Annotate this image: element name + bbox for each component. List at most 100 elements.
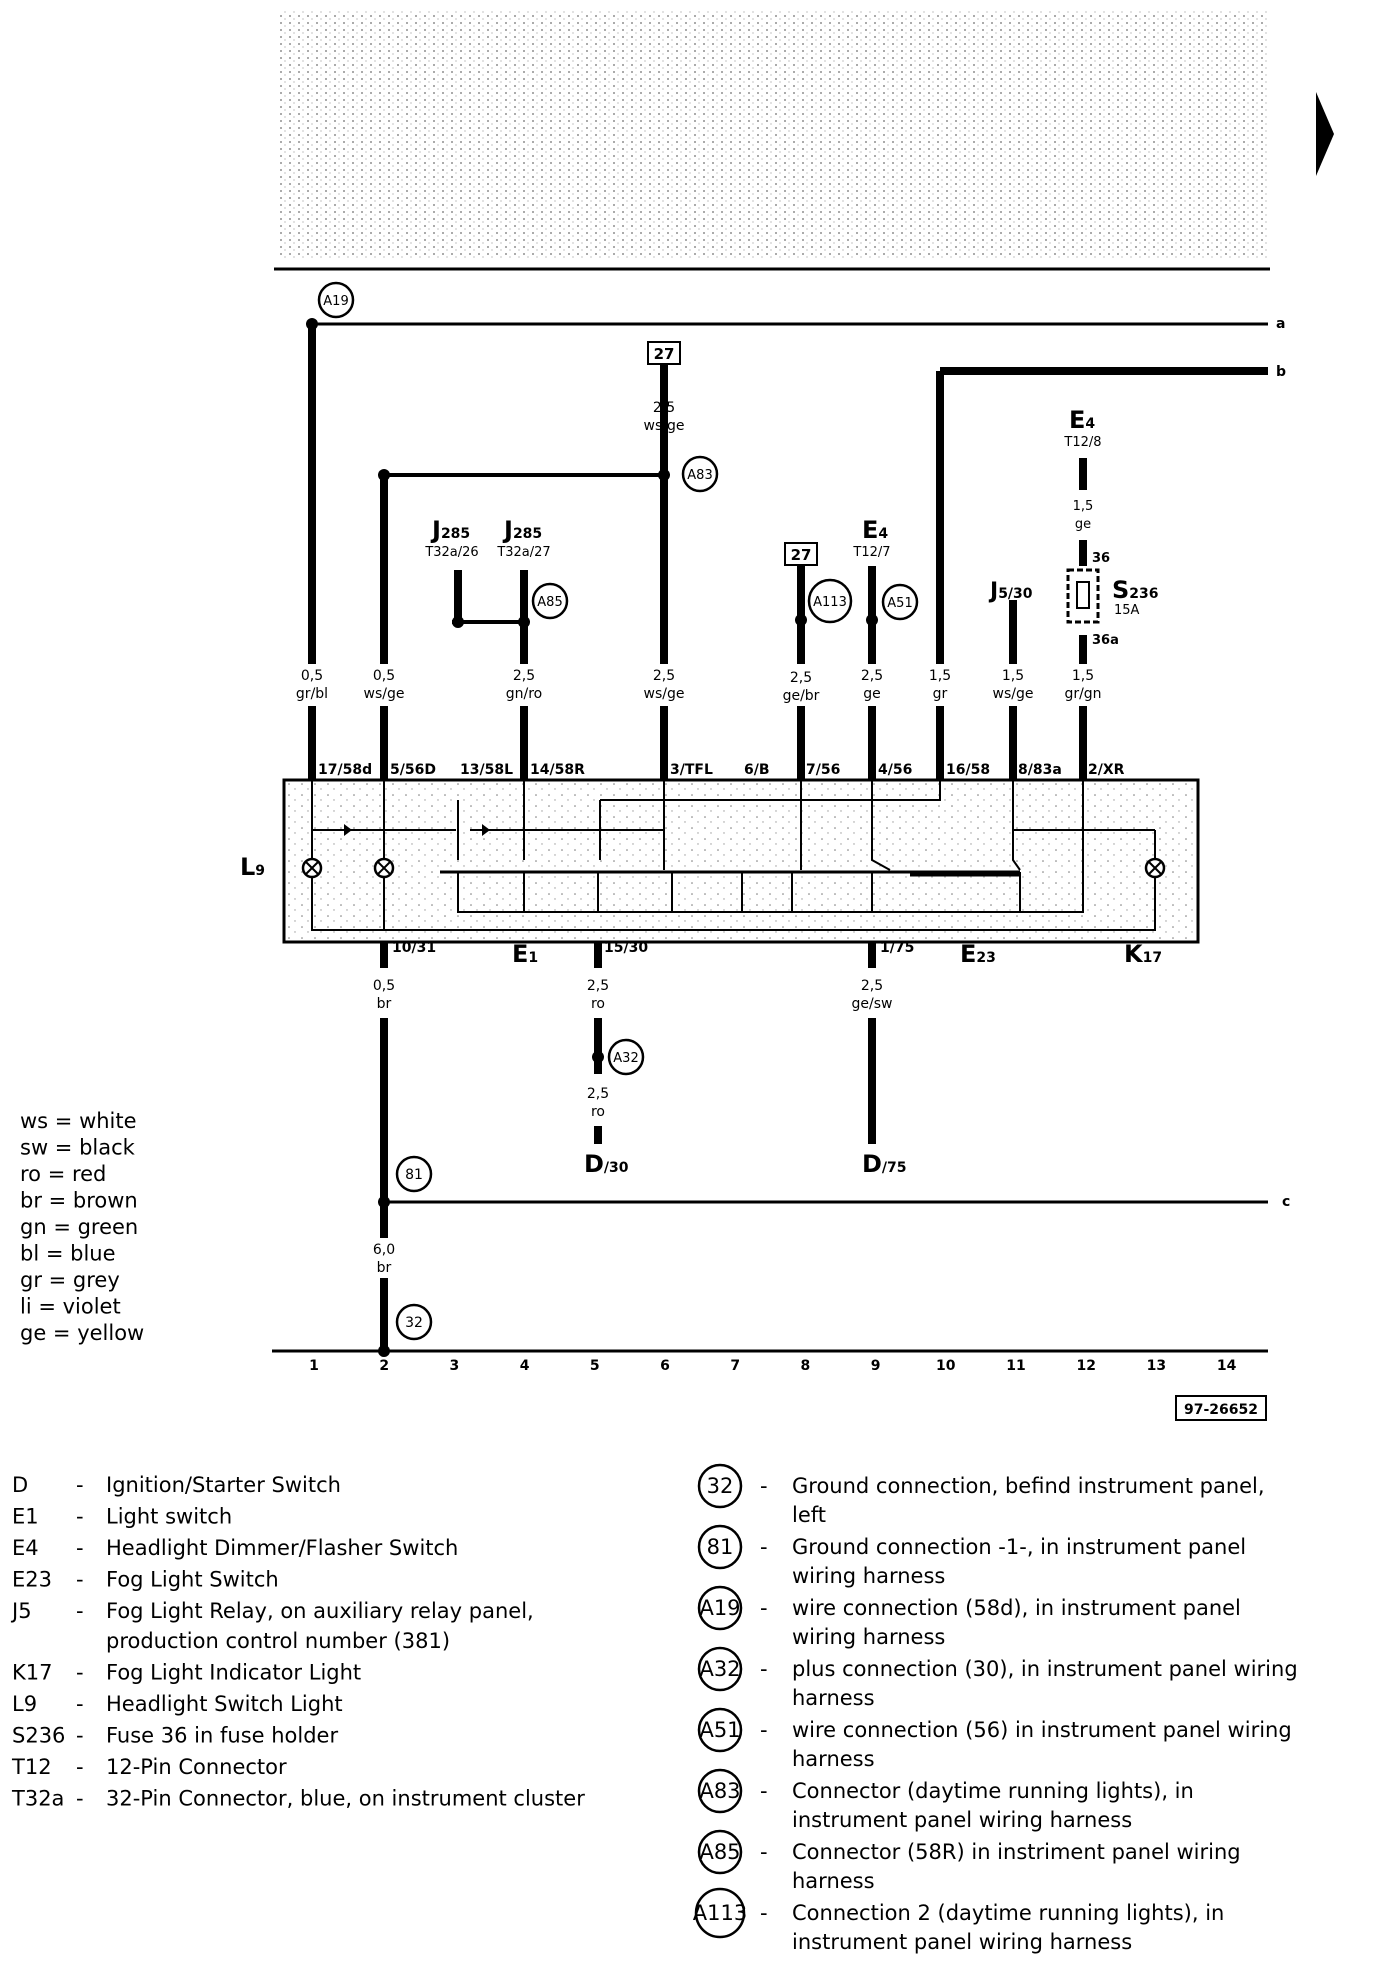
- svg-text:A32: A32: [613, 1051, 638, 1066]
- svg-text:E4: E4: [862, 516, 888, 544]
- legend-code: S236: [12, 1724, 65, 1748]
- svg-text:T12/7: T12/7: [852, 545, 890, 560]
- svg-text:6,0: 6,0: [373, 1242, 395, 1258]
- svg-text:br: br: [377, 1260, 392, 1276]
- label-s236: S236 15A 36 36a: [1092, 551, 1159, 648]
- svg-text:27: 27: [654, 345, 675, 363]
- svg-text:81: 81: [405, 1167, 423, 1183]
- legend-description: Light switch: [106, 1505, 232, 1529]
- svg-text:A51: A51: [887, 596, 912, 611]
- color-legend-item: gr = grey: [20, 1268, 120, 1292]
- label-j285-b: J285 T32a/27: [496, 516, 550, 560]
- legend-code: E1: [12, 1505, 39, 1529]
- label-e23: E23: [960, 940, 996, 968]
- legend-dash: -: [76, 1724, 84, 1748]
- svg-text:2,5: 2,5: [587, 978, 609, 994]
- legend-dash: -: [76, 1787, 84, 1811]
- wire-27-top: 2,5 ws/ge: [644, 400, 685, 434]
- connection-a51: A51: [881, 583, 919, 621]
- svg-text:4/56: 4/56: [878, 762, 912, 778]
- svg-text:J5/30: J5/30: [988, 579, 1033, 604]
- lamp-k17-icon: [1144, 857, 1166, 879]
- legend-description: production control number (381): [106, 1629, 450, 1653]
- svg-text:ge/br: ge/br: [783, 688, 820, 704]
- legend-code: L9: [12, 1692, 37, 1716]
- svg-text:27: 27: [791, 546, 812, 564]
- color-legend-item: ge = yellow: [20, 1321, 144, 1345]
- light-switch-module: [282, 778, 1200, 944]
- diode-icon: [482, 824, 490, 836]
- svg-text:2,5: 2,5: [861, 978, 883, 994]
- legend-dash: -: [760, 1840, 768, 1864]
- connection-description: harness: [792, 1686, 875, 1710]
- svg-text:ws/ge: ws/ge: [644, 418, 685, 434]
- svg-text:13/58L: 13/58L: [460, 762, 513, 778]
- connection-code: A113: [693, 1901, 747, 1925]
- legend-description: Fog Light Switch: [106, 1568, 279, 1592]
- grid-number: 5: [590, 1358, 600, 1374]
- svg-text:ws/ge: ws/ge: [993, 686, 1034, 702]
- legend-dash: -: [76, 1568, 84, 1592]
- connection-symbol-icon: [694, 1887, 746, 1939]
- legend-dash: -: [76, 1661, 84, 1685]
- svg-text:2,5: 2,5: [653, 400, 675, 416]
- svg-text:16/58: 16/58: [946, 762, 990, 778]
- continued-arrow-icon[interactable]: [1316, 92, 1334, 176]
- label-d75: D/75: [862, 1150, 907, 1178]
- connection-description: Connection 2 (daytime running lights), i…: [792, 1901, 1224, 1925]
- legend-dash: -: [76, 1505, 84, 1529]
- legend-description: Headlight Switch Light: [106, 1692, 343, 1716]
- grid-number: 10: [936, 1358, 956, 1374]
- svg-text:15/30: 15/30: [604, 940, 648, 956]
- connection-symbol-icon: [697, 1768, 743, 1814]
- grid-number: 13: [1147, 1358, 1166, 1374]
- ground-81: 81: [395, 1155, 433, 1193]
- connection-symbol-icon: [697, 1524, 743, 1570]
- diode-icon: [344, 824, 352, 836]
- wire-e4-top: 1,5 ge: [1073, 499, 1094, 532]
- connection-description: wire connection (56) in instrument panel…: [792, 1718, 1292, 1742]
- grid-number: 6: [660, 1358, 670, 1374]
- svg-text:36: 36: [1092, 551, 1110, 566]
- svg-text:ro: ro: [591, 1104, 605, 1120]
- legend-dash: -: [760, 1474, 768, 1498]
- legend-code: E4: [12, 1536, 39, 1560]
- svg-text:ro: ro: [591, 996, 605, 1012]
- svg-text:E4: E4: [1069, 406, 1095, 434]
- legend-dash: -: [760, 1901, 768, 1925]
- legend-code: J5: [10, 1599, 32, 1623]
- connection-description: instrument panel wiring harness: [792, 1930, 1132, 1954]
- svg-text:br: br: [377, 996, 392, 1012]
- svg-text:97-26652: 97-26652: [1184, 1402, 1258, 1418]
- svg-text:ws/ge: ws/ge: [644, 686, 685, 702]
- grid-number: 7: [730, 1358, 740, 1374]
- fuse-s236: [1066, 568, 1100, 624]
- legend-dash: -: [76, 1599, 84, 1623]
- connection-description: wire connection (58d), in instrument pan…: [792, 1596, 1241, 1620]
- label-d30: D/30: [584, 1150, 629, 1178]
- connection-description: Ground connection -1-, in instrument pan…: [792, 1535, 1246, 1559]
- svg-text:T12/8: T12/8: [1063, 435, 1101, 450]
- color-legend-item: ro = red: [20, 1162, 106, 1186]
- grid-number: 4: [520, 1358, 530, 1374]
- svg-text:17/58d: 17/58d: [318, 762, 372, 778]
- legend-code: T12: [11, 1755, 52, 1779]
- svg-text:2,5: 2,5: [513, 668, 535, 684]
- legend-dash: -: [76, 1692, 84, 1716]
- ground-32: 32: [395, 1303, 433, 1341]
- svg-text:32: 32: [405, 1315, 423, 1331]
- svg-text:7/56: 7/56: [806, 762, 840, 778]
- figure-id: 97-26652: [1175, 1395, 1267, 1421]
- svg-text:gn/ro: gn/ro: [506, 686, 543, 702]
- connection-code: A83: [699, 1779, 740, 1803]
- wire-labels-upper: 0,5 gr/bl 0,5 ws/ge 2,5 gn/ro 2,5 ws/ge …: [296, 664, 1108, 706]
- pin-labels-upper: 17/58d 5/56D 13/58L 14/58R 3/TFL 6/B 7/5…: [318, 762, 1125, 778]
- svg-text:2,5: 2,5: [653, 668, 675, 684]
- connection-code: A19: [699, 1596, 740, 1620]
- svg-text:ge: ge: [1075, 517, 1091, 532]
- svg-text:A85: A85: [537, 595, 562, 610]
- svg-text:ge: ge: [863, 686, 881, 702]
- circuit-label-c: c: [1282, 1194, 1290, 1210]
